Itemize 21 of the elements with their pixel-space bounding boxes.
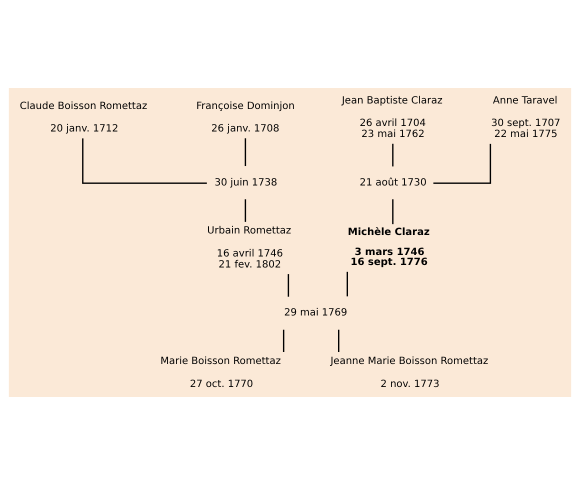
node-text: Anne Taravel 30 sept. 1707 22 mai 1775 — [491, 95, 560, 140]
node-text: 21 août 1730 — [360, 177, 427, 188]
node-text: 29 mai 1769 — [284, 308, 348, 319]
node-text: Urbain Romettaz 16 avril 1746 21 fev. 1802 — [207, 226, 292, 270]
node-text: Jeanne Marie Boisson Romettaz 2 nov. 1773 — [330, 356, 488, 390]
connector — [244, 199, 246, 222]
connector — [82, 138, 207, 184]
connector — [392, 199, 394, 224]
node-text: Michèle Claraz 3 mars 1746 16 sept. 1776 — [348, 227, 430, 268]
connector — [282, 330, 284, 352]
node-text: Marie Boisson Romettaz 27 oct. 1770 — [160, 356, 281, 390]
connector — [433, 144, 492, 184]
node-text: 30 juin 1738 — [214, 177, 278, 188]
connector — [346, 272, 348, 296]
node-text: Jean Baptiste Claraz 26 avril 1704 23 mai 1762 — [342, 95, 442, 140]
connector — [392, 144, 394, 166]
node-text: Françoise Dominjon 26 janv. 1708 — [196, 100, 295, 135]
connector — [244, 138, 246, 166]
connector — [338, 330, 340, 352]
connector — [288, 274, 290, 297]
node-text: Claude Boisson Romettaz 20 janv. 1712 — [20, 100, 148, 135]
